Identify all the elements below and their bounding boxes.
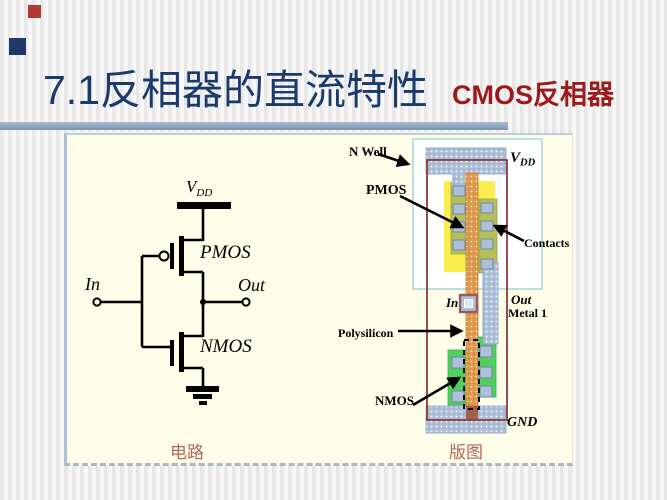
nmos-transistor-symbol (170, 332, 184, 372)
ground-symbol (186, 386, 219, 405)
polysilicon-strip (465, 172, 479, 407)
contacts-arrow (492, 224, 525, 243)
nmos-label: NMOS (199, 336, 252, 357)
gate-dashed-outline (463, 339, 480, 410)
layout-figure: N Well PMOS Contacts Polysilicon NMOS In… (338, 138, 570, 462)
circuit-caption: 电路 (170, 443, 204, 462)
source-metal-stub (452, 173, 465, 189)
title-divider (0, 122, 508, 130)
in-label: In (84, 274, 100, 294)
nmos-layout-label: NMOS (375, 393, 414, 408)
pmos-label: PMOS (199, 242, 251, 263)
in-poly-contact (458, 293, 479, 314)
page-subtitle: CMOS反相器 (452, 80, 614, 110)
deco-square-red (28, 5, 41, 18)
poly-bottom-tip (466, 406, 478, 419)
vdd-label: VDD (186, 177, 212, 199)
nwell-label: N Well (349, 144, 387, 159)
annotation-arrows (377, 152, 525, 407)
vdd-layout-label: VDD (510, 150, 536, 169)
out-metal-strip (482, 261, 499, 345)
in-layout-label: In (445, 295, 458, 310)
nwell-arrow (377, 152, 411, 167)
pmos-transistor-symbol (158, 236, 184, 276)
deco-square-navy (9, 38, 26, 55)
polysilicon-label: Polysilicon (338, 326, 394, 340)
junction-dot (200, 299, 206, 305)
vdd-rail-bar (177, 202, 231, 209)
in-terminal (92, 297, 102, 307)
circuit-schematic-figure: VDD PMOS NMOS In Out 电路 (84, 177, 266, 462)
contacts-label: Contacts (524, 236, 570, 250)
maroon-outline (426, 159, 508, 421)
pmos-arrow (399, 194, 465, 229)
page-title: 7.1反相器的直流特性 (43, 67, 428, 113)
out-layout-label: Out (511, 292, 532, 307)
nmos-arrow (412, 376, 462, 407)
layout-caption: 版图 (449, 443, 483, 462)
vdd-metal-rail (425, 147, 507, 175)
pmos-layout-label: PMOS (366, 183, 407, 198)
out-terminal (241, 297, 251, 307)
circuit-wires (101, 209, 242, 388)
out-label: Out (238, 275, 266, 295)
gnd-label: GND (507, 415, 537, 430)
metal1-label: Metal 1 (508, 306, 547, 320)
